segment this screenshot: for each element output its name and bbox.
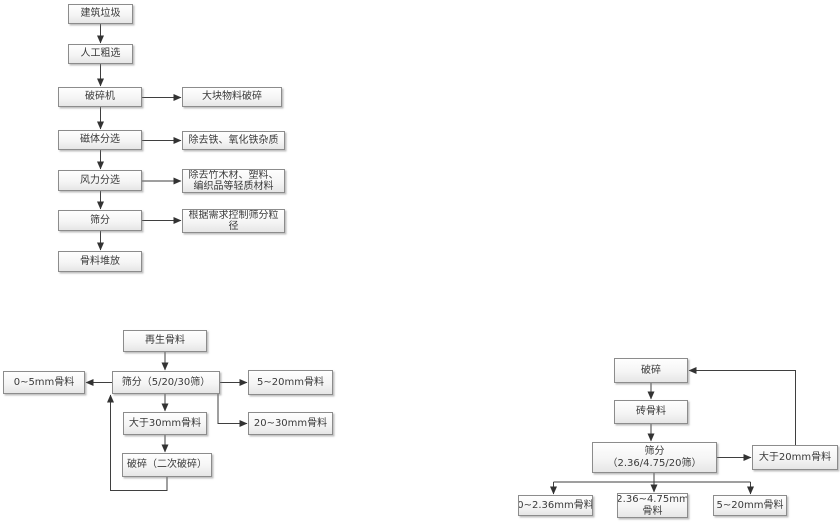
node-sieve-5-20-30: 筛分（5/20/30筛）	[112, 371, 220, 394]
node-manual-sorting: 人工粗选	[68, 44, 133, 64]
node-line: （2.36/4.75/20筛）	[607, 457, 702, 469]
note-large-material-crushing: 大块物料破碎	[182, 87, 282, 107]
node-aggregate-5-20mm-brick: 5~20mm骨料	[713, 495, 787, 516]
node-line: 2.36~4.75mm	[617, 494, 688, 505]
node-aggregate-236-475mm: 2.36~4.75mm 骨料	[617, 493, 688, 518]
node-magnetic-separation: 磁体分选	[58, 130, 142, 150]
node-air-separation: 风力分选	[58, 170, 142, 191]
node-crusher: 破碎机	[58, 87, 142, 107]
node-line: 骨料	[642, 505, 663, 517]
node-sieve-236-475-20: 筛分 （2.36/4.75/20筛）	[592, 442, 717, 473]
node-aggregate-0-236mm: 0~2.36mm骨料	[518, 495, 593, 516]
note-particle-size-control: 根据需求控制筛分粒 径	[182, 209, 285, 233]
connector-recrush-feedback-to-sieve	[107, 394, 168, 491]
note-line: 编织品等轻质材料	[193, 181, 274, 192]
node-construction-waste: 建筑垃圾	[68, 4, 133, 24]
node-aggregate-stacking: 骨料堆放	[58, 251, 142, 272]
node-recycled-aggregate: 再生骨料	[123, 330, 207, 352]
note-remove-iron: 除去铁、氧化铁杂质	[182, 131, 285, 150]
connector-sieve-to-20-30mm	[217, 394, 248, 427]
note-line: 除去竹木材、塑料、	[188, 169, 279, 181]
note-line: 径	[228, 221, 239, 232]
connector-sieve-branch-trunk	[553, 473, 751, 483]
node-aggregate-gt-20mm: 大于20mm骨料	[752, 445, 838, 470]
node-screening: 筛分	[58, 210, 142, 231]
note-remove-light-materials: 除去竹木材、塑料、 编织品等轻质材料	[182, 169, 285, 193]
node-secondary-crushing: 破碎（二次破碎）	[122, 453, 212, 477]
node-brick-aggregate: 砖骨料	[614, 400, 688, 424]
node-line: 筛分	[644, 446, 665, 457]
node-aggregate-0-5mm: 0~5mm骨料	[3, 371, 85, 394]
note-line: 根据需求控制筛分粒	[188, 209, 279, 221]
connector-gt20mm-feedback-to-crush	[688, 367, 796, 445]
node-aggregate-5-20mm: 5~20mm骨料	[248, 370, 333, 395]
node-aggregate-gt-30mm: 大于30mm骨料	[123, 412, 207, 435]
node-aggregate-20-30mm: 20~30mm骨料	[248, 412, 333, 435]
node-crushing: 破碎	[614, 358, 688, 383]
